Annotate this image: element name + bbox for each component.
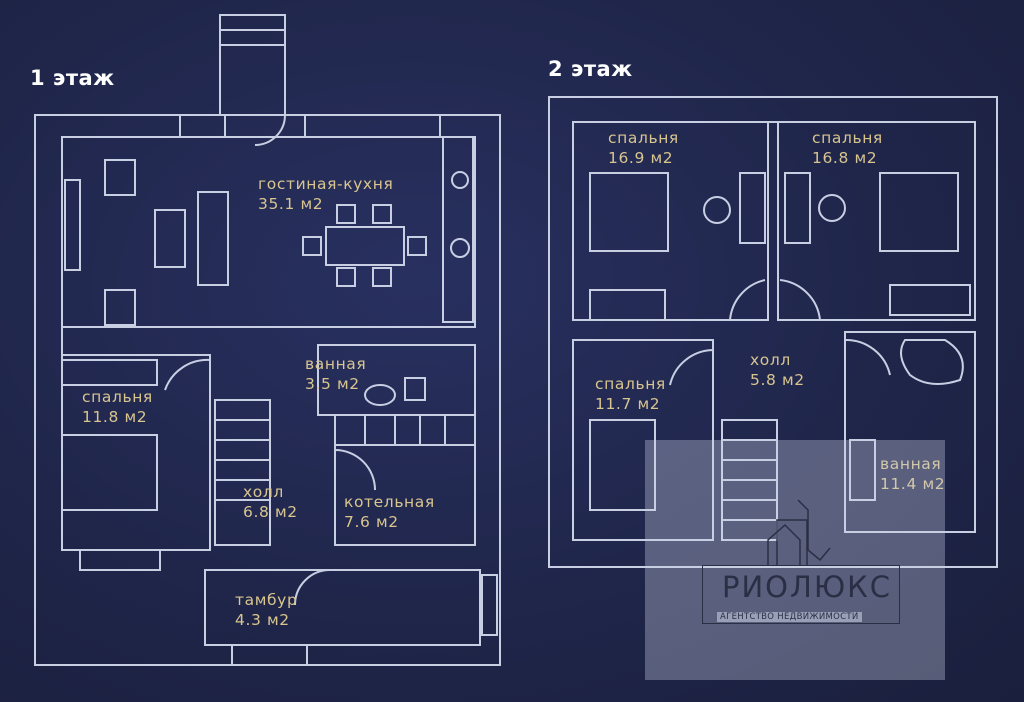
room-label-bathroom-2: ванная 11.4 м2 — [880, 454, 945, 494]
room-area: 6.8 м2 — [243, 503, 298, 521]
room-name: спальня — [82, 388, 153, 406]
room-area: 11.4 м2 — [880, 475, 946, 493]
room-name: котельная — [344, 493, 435, 511]
room-label-bedroom-2b: спальня 16.8 м2 — [812, 128, 883, 168]
room-name: спальня — [595, 375, 666, 393]
room-area: 3.5 м2 — [305, 375, 360, 393]
room-area: 4.3 м2 — [235, 611, 290, 629]
room-area: 5.8 м2 — [750, 371, 805, 389]
watermark-tagline: АГЕНТСТВО НЕДВИЖИМОСТИ — [717, 612, 862, 622]
watermark-overlay — [645, 440, 945, 680]
room-area: 16.8 м2 — [812, 149, 878, 167]
watermark-frame — [702, 565, 900, 624]
room-label-vestibule: тамбур 4.3 м2 — [235, 590, 297, 630]
room-area: 35.1 м2 — [258, 195, 324, 213]
room-label-bathroom-1: ванная 3.5 м2 — [305, 354, 366, 394]
room-name: спальня — [608, 129, 679, 147]
room-area: 11.8 м2 — [82, 408, 148, 426]
room-area: 11.7 м2 — [595, 395, 661, 413]
room-label-living-kitchen: гостиная-кухня 35.1 м2 — [258, 174, 393, 214]
watermark-brand: РИОЛЮКС — [722, 570, 892, 604]
room-label-hall-2: холл 5.8 м2 — [750, 350, 805, 390]
room-label-bedroom-2c: спальня 11.7 м2 — [595, 374, 666, 414]
floor-2-title: 2 этаж — [548, 57, 633, 81]
room-label-boiler-room: котельная 7.6 м2 — [344, 492, 435, 532]
room-name: спальня — [812, 129, 883, 147]
room-label-bedroom-2a: спальня 16.9 м2 — [608, 128, 679, 168]
room-name: холл — [750, 351, 791, 369]
room-area: 16.9 м2 — [608, 149, 674, 167]
room-name: холл — [243, 483, 284, 501]
floor-1-walls — [34, 14, 501, 666]
floor-1-title: 1 этаж — [30, 66, 115, 90]
room-name: ванная — [305, 355, 367, 373]
floor-2-walls — [548, 96, 998, 568]
room-name: гостиная-кухня — [258, 175, 394, 193]
room-label-bedroom-1: спальня 11.8 м2 — [82, 387, 153, 427]
room-label-hall-1: холл 6.8 м2 — [243, 482, 298, 522]
room-area: 7.6 м2 — [344, 513, 399, 531]
room-name: тамбур — [235, 591, 298, 609]
room-name: ванная — [880, 455, 942, 473]
